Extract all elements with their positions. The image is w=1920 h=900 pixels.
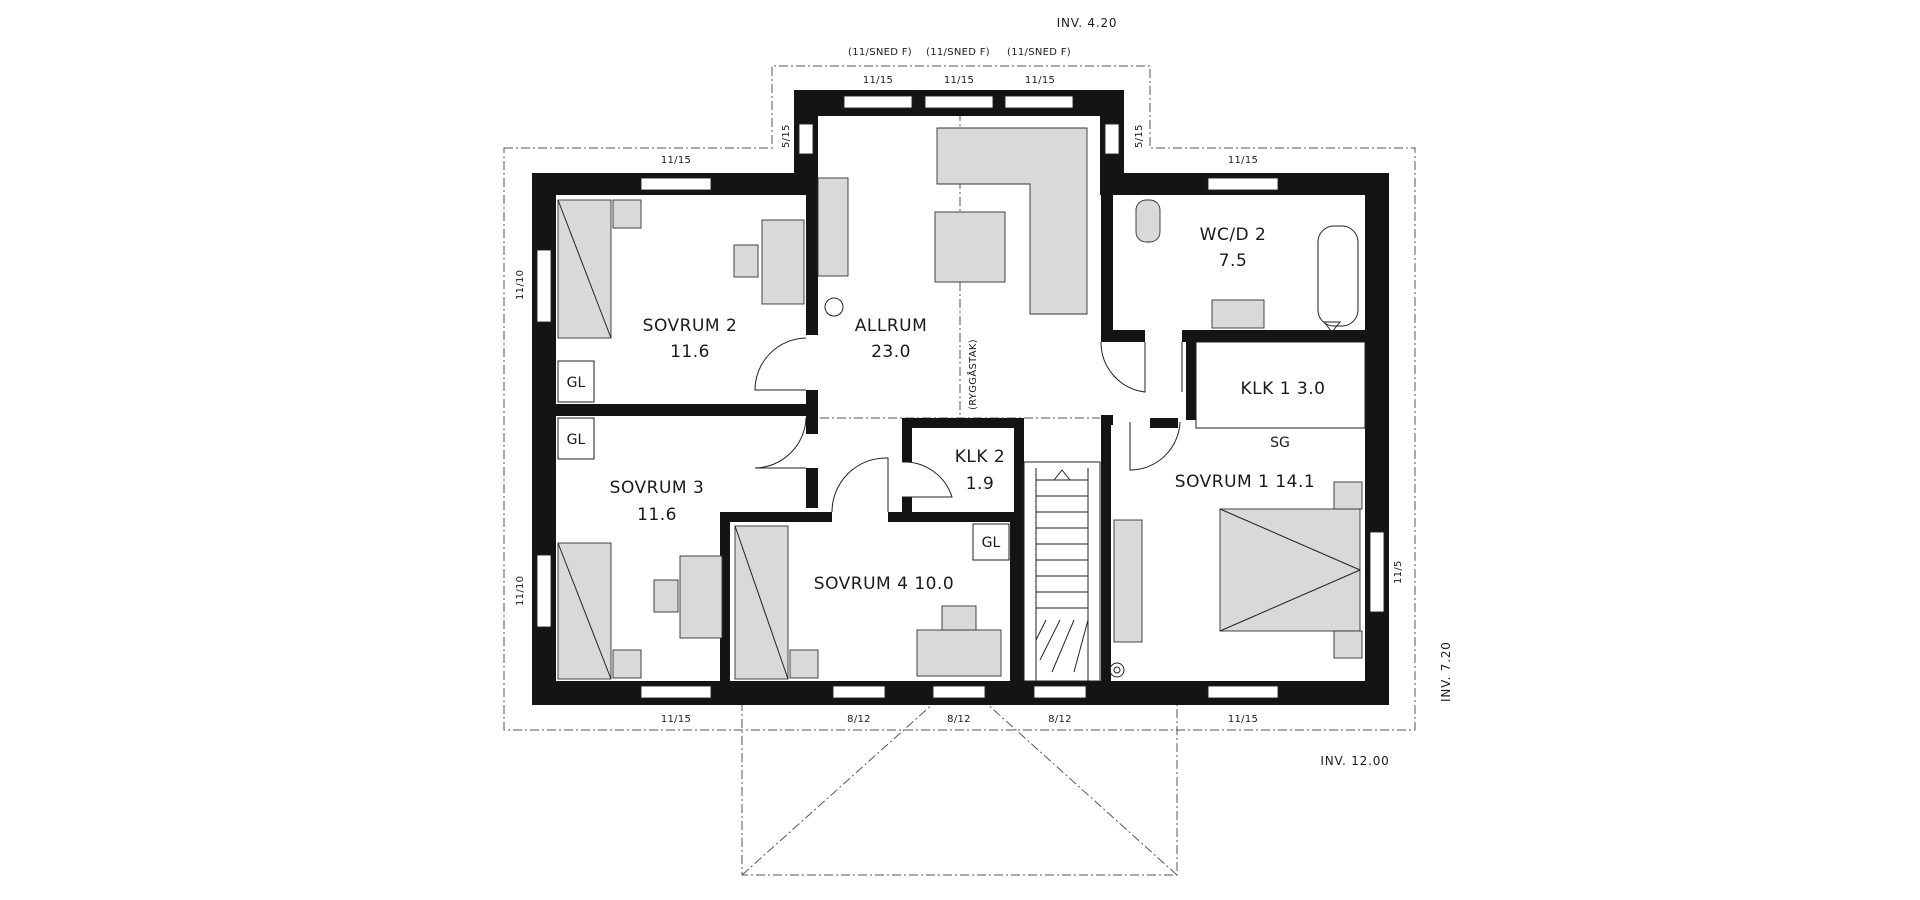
sg-label: SG: [1270, 435, 1290, 451]
sink: [1211, 299, 1265, 329]
gl-label: GL: [982, 535, 1001, 551]
room-area-sovrum-2: 11.6: [670, 342, 710, 362]
room-area-wcd-2: 7.5: [1219, 251, 1248, 271]
desk: [761, 219, 805, 305]
ridge-annotation: (RYGGÅSTAK): [966, 339, 979, 410]
window: [640, 177, 712, 191]
window: [640, 685, 712, 699]
staircase: [1023, 461, 1125, 682]
exterior-walls: [532, 90, 1389, 705]
window-snede-label: (11/SNED F): [926, 47, 990, 58]
inv-height-right: INV. 7.20: [1439, 641, 1453, 702]
window: [1207, 177, 1279, 191]
room-name-sovrum-3: SOVRUM 3: [610, 478, 705, 498]
window-size-label: 5/15: [781, 124, 792, 148]
desk: [679, 555, 723, 639]
window-size-label: 11/10: [515, 576, 526, 606]
nightstand: [612, 649, 642, 679]
wardrobe-gl: [557, 360, 595, 403]
room-label-sovrum-1: SOVRUM 1 14.1: [1175, 472, 1315, 492]
window-size-label: 11/15: [1228, 714, 1258, 725]
desk: [916, 629, 1002, 677]
window-size-label: 11/15: [1025, 75, 1055, 86]
window: [1004, 95, 1074, 109]
window: [932, 685, 986, 699]
gl-label: GL: [567, 432, 586, 448]
window-size-label: 11/15: [661, 714, 691, 725]
window: [843, 95, 913, 109]
chest: [1113, 519, 1143, 643]
nightstand: [789, 649, 819, 679]
nightstand: [1333, 630, 1363, 659]
shelf: [817, 177, 849, 277]
bed: [1219, 508, 1361, 632]
shower: [1317, 225, 1359, 327]
window: [1207, 685, 1279, 699]
window-size-label: 11/15: [863, 75, 893, 86]
window: [924, 95, 994, 109]
inv-width-top: INV. 4.20: [1057, 16, 1118, 30]
roof-outline: [503, 65, 1416, 731]
room-area-allrum: 23.0: [871, 342, 911, 362]
sofa: [936, 127, 1088, 315]
window: [536, 249, 552, 323]
gl-label: GL: [567, 375, 586, 391]
window-size-label: 11/15: [1228, 155, 1258, 166]
wardrobe-gl: [557, 417, 595, 460]
window: [832, 685, 886, 699]
window: [1104, 123, 1120, 155]
window: [798, 123, 814, 155]
wardrobe-gl: [972, 523, 1010, 561]
window-size-label: 11/10: [515, 270, 526, 300]
shower-drain: [1322, 321, 1342, 333]
window-size-label: 8/12: [1048, 714, 1072, 725]
interior-walls: [556, 195, 1365, 681]
windows: [536, 95, 1385, 699]
inv-width-bottom: INV. 12.00: [1320, 754, 1389, 768]
window-size-label: 11/5: [1393, 560, 1404, 584]
window-size-label: 5/15: [1134, 124, 1145, 148]
ceiling-fixture: [824, 297, 844, 317]
room-label-sovrum-4: SOVRUM 4 10.0: [814, 574, 954, 594]
window-snede-label: (11/SNED F): [848, 47, 912, 58]
room-area-sovrum-3: 11.6: [637, 505, 677, 525]
room-name-wcd-2: WC/D 2: [1200, 225, 1267, 245]
clothes-rail-sg: [1195, 341, 1366, 429]
room-label-klk-1: KLK 1 3.0: [1241, 379, 1326, 399]
room-name-allrum: ALLRUM: [855, 316, 928, 336]
nightstand: [612, 199, 642, 229]
chair: [733, 244, 759, 278]
nightstand: [1333, 481, 1363, 510]
window: [1033, 685, 1087, 699]
porch-roof-outline: [741, 702, 1178, 876]
window-size-label: 11/15: [944, 75, 974, 86]
table: [934, 211, 1006, 283]
furniture: [557, 127, 1366, 680]
window-snede-label: (11/SNED F): [1007, 47, 1071, 58]
toilet: [1135, 199, 1161, 243]
window: [1369, 531, 1385, 613]
window: [536, 554, 552, 628]
room-name-sovrum-2: SOVRUM 2: [643, 316, 738, 336]
room-name-klk-2: KLK 2: [955, 447, 1006, 467]
chair: [941, 605, 977, 631]
window-size-label: 8/12: [847, 714, 871, 725]
window-size-label: 8/12: [947, 714, 971, 725]
room-area-klk-2: 1.9: [966, 474, 995, 494]
window-size-label: 11/15: [661, 155, 691, 166]
chair: [653, 579, 679, 613]
